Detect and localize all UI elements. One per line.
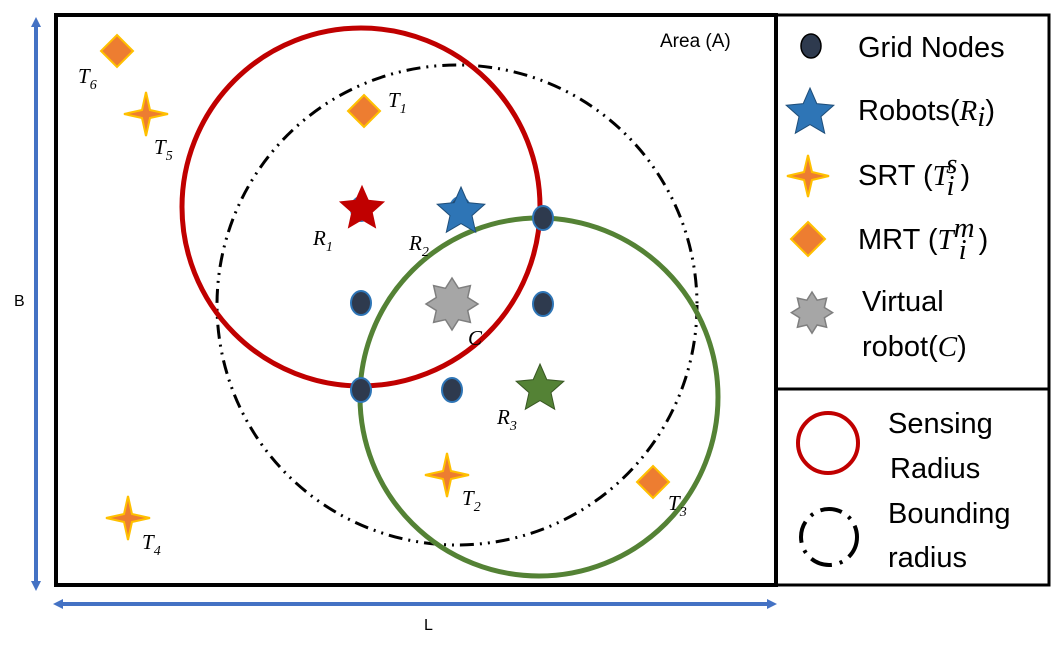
robot-r3-star — [515, 362, 565, 411]
label-r1: R1 — [312, 226, 333, 255]
grid-node — [350, 290, 372, 316]
label-t5: T5 — [154, 135, 173, 164]
srt-target-t5 — [123, 91, 169, 137]
legend-frame — [774, 13, 1051, 587]
srt-target-t2 — [424, 452, 470, 498]
area-label: Area (A) — [660, 31, 731, 52]
legend-sensing-circle-icon — [796, 411, 860, 475]
legend-robot-icon — [785, 86, 835, 135]
grid-node — [441, 377, 463, 403]
robot-r2-star — [436, 185, 486, 234]
robot-r1-star — [338, 184, 386, 229]
grid-node — [532, 291, 554, 317]
legend-virtual-line2: robot(C) — [862, 331, 967, 363]
mrt-target-t3 — [635, 464, 671, 500]
grid-node — [350, 377, 372, 403]
legend-grid-nodes-label: Grid Nodes — [858, 32, 1005, 64]
mrt-target-t1 — [346, 93, 382, 129]
legend-grid-node-icon — [800, 33, 822, 59]
label-t4: T4 — [142, 530, 161, 559]
label-virtual-c: C — [468, 326, 483, 350]
legend-bounding-line2: radius — [888, 542, 967, 574]
legend-mrt-icon — [789, 220, 827, 258]
mrt-target-t6 — [99, 33, 135, 69]
legend-sensing-line1: Sensing — [888, 408, 993, 440]
legend-bounding-line1: Bounding — [888, 498, 1011, 530]
dimension-l-label: L — [424, 617, 433, 634]
label-r3: R3 — [496, 405, 517, 434]
legend-virtual-line1: Virtual — [862, 286, 944, 318]
legend-sensing-line2: Radius — [890, 453, 980, 485]
legend-virtual-robot-icon — [789, 290, 835, 335]
legend-srt-icon — [786, 154, 830, 198]
srt-target-t4 — [105, 495, 151, 541]
label-t1: T1 — [388, 88, 407, 117]
label-t6: T6 — [78, 64, 97, 93]
label-t3: T3 — [668, 491, 687, 520]
dimension-b-label: B — [14, 293, 25, 310]
bounding-circle — [215, 63, 699, 547]
label-r2: R2 — [408, 231, 429, 260]
label-t2: T2 — [462, 486, 481, 515]
legend-bounding-circle-icon — [799, 507, 859, 567]
legend-robots-label: Robots(Ri) — [858, 95, 995, 133]
grid-node — [532, 205, 554, 231]
virtual-robot-c — [424, 276, 480, 332]
